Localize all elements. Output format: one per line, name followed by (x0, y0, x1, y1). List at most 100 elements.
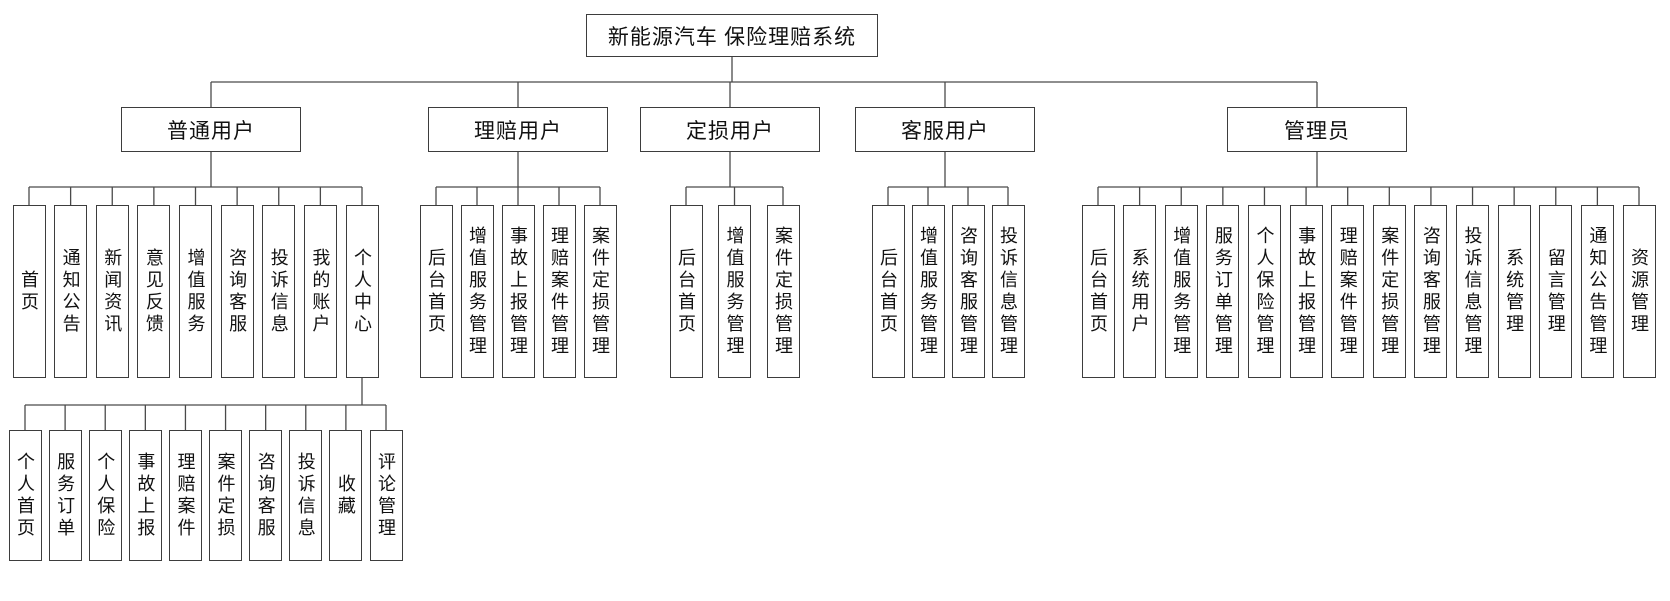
feature-node-label: 增值服务管理 (918, 225, 938, 358)
feature-node-label: 新闻资讯 (102, 247, 123, 336)
feature-node-label: 案件定损管理 (590, 225, 610, 358)
feature-node-label: 理赔案件管理 (1337, 225, 1358, 358)
feature-node: 投诉信息管理 (991, 205, 1025, 378)
feature-node: 新闻资讯 (95, 205, 129, 378)
feature-node-label: 增值服务管理 (1171, 225, 1192, 358)
feature-node: 咨询客服 (220, 205, 254, 378)
feature-node-label: 理赔案件管理 (549, 225, 569, 358)
feature-node: 个人保险 (88, 430, 122, 561)
feature-node: 案件定损管理 (583, 205, 617, 378)
role-node-label: 普通用户 (167, 118, 255, 143)
feature-node-label: 投诉信息 (295, 451, 316, 540)
feature-node: 增值服务管理 (718, 205, 751, 378)
feature-node-label: 案件定损管理 (1379, 225, 1400, 358)
feature-node: 增值服务管理 (911, 205, 945, 378)
feature-node: 理赔案件管理 (542, 205, 576, 378)
feature-node: 事故上报管理 (1289, 205, 1323, 378)
feature-node-label: 投诉信息管理 (1462, 225, 1483, 358)
feature-node-label: 理赔案件 (175, 451, 196, 540)
feature-node: 咨询客服管理 (1414, 205, 1448, 378)
role-node: 定损用户 (640, 107, 820, 152)
root-node-label: 新能源汽车 保险理赔系统 (607, 24, 857, 49)
feature-node: 事故上报 (128, 430, 162, 561)
feature-node-label: 咨询客服管理 (1420, 225, 1441, 358)
role-node-label: 定损用户 (686, 118, 774, 143)
feature-node-label: 咨询客服 (227, 247, 248, 336)
feature-node: 服务订单 (48, 430, 82, 561)
feature-node-label: 个人保险管理 (1254, 225, 1275, 358)
feature-node-label: 个人中心 (352, 247, 372, 336)
feature-node-label: 后台首页 (1088, 247, 1108, 336)
role-node-label: 管理员 (1284, 118, 1350, 143)
feature-node: 意见反馈 (137, 205, 171, 378)
feature-node-label: 意见反馈 (143, 247, 164, 336)
feature-node-label: 咨询客服 (255, 451, 276, 540)
feature-node: 案件定损管理 (766, 205, 800, 378)
feature-node-label: 事故上报管理 (1296, 225, 1317, 358)
feature-node: 通知公告管理 (1580, 205, 1614, 378)
feature-node: 增值服务管理 (1164, 205, 1198, 378)
feature-node: 案件定损管理 (1372, 205, 1406, 378)
feature-node: 咨询客服管理 (951, 205, 985, 378)
feature-node: 个人首页 (8, 430, 42, 561)
role-node-label: 客服用户 (901, 118, 989, 143)
role-node-label: 理赔用户 (474, 118, 562, 143)
feature-node: 增值服务 (179, 205, 212, 378)
role-node: 普通用户 (121, 107, 301, 152)
feature-node: 个人保险管理 (1247, 205, 1281, 378)
feature-node-label: 系统管理 (1504, 247, 1525, 336)
feature-node-label: 通知公告管理 (1587, 225, 1608, 358)
feature-node-label: 系统用户 (1129, 247, 1150, 336)
feature-node: 我的账户 (303, 205, 337, 378)
feature-node: 通知公告 (54, 205, 88, 378)
feature-node-label: 服务订单 (55, 451, 76, 540)
feature-node: 留言管理 (1539, 205, 1573, 378)
feature-node-label: 首页 (19, 269, 39, 314)
feature-node: 系统管理 (1497, 205, 1531, 378)
feature-node: 增值服务管理 (460, 205, 494, 378)
feature-node: 理赔案件管理 (1331, 205, 1365, 378)
feature-node-label: 后台首页 (426, 247, 446, 336)
feature-node-label: 投诉信息 (268, 247, 289, 336)
feature-node-label: 后台首页 (676, 247, 696, 336)
feature-node: 后台首页 (419, 205, 453, 378)
feature-node-label: 事故上报 (135, 451, 156, 540)
feature-node-label: 事故上报管理 (508, 225, 528, 358)
feature-node-label: 案件定损管理 (773, 225, 793, 358)
feature-node-label: 我的账户 (310, 247, 331, 336)
role-node: 管理员 (1227, 107, 1407, 152)
feature-node-label: 增值服务管理 (724, 225, 745, 358)
feature-node-label: 案件定损 (215, 451, 236, 540)
feature-node-label: 增值服务 (185, 247, 206, 336)
feature-node-label: 咨询客服管理 (958, 225, 978, 358)
feature-node-label: 增值服务管理 (467, 225, 487, 358)
feature-node: 评论管理 (369, 430, 403, 561)
role-node: 理赔用户 (428, 107, 608, 152)
feature-node: 投诉信息 (289, 430, 323, 561)
feature-node-label: 后台首页 (878, 247, 898, 336)
feature-node: 案件定损 (209, 430, 243, 561)
role-node: 客服用户 (855, 107, 1035, 152)
feature-node: 后台首页 (1081, 205, 1115, 378)
feature-node-label: 通知公告 (60, 247, 81, 336)
feature-node: 服务订单管理 (1206, 205, 1240, 378)
feature-node-label: 评论管理 (376, 451, 396, 540)
feature-node: 投诉信息管理 (1456, 205, 1490, 378)
feature-node-label: 个人保险 (95, 451, 116, 540)
feature-node: 投诉信息 (262, 205, 296, 378)
feature-node: 收藏 (329, 430, 363, 561)
feature-node: 系统用户 (1123, 205, 1157, 378)
feature-node-label: 收藏 (335, 473, 356, 518)
feature-node-label: 服务订单管理 (1212, 225, 1233, 358)
feature-node-label: 留言管理 (1545, 247, 1566, 336)
root-node: 新能源汽车 保险理赔系统 (586, 14, 878, 57)
feature-node-label: 投诉信息管理 (998, 225, 1018, 358)
feature-node: 事故上报管理 (501, 205, 535, 378)
feature-node: 后台首页 (871, 205, 905, 378)
feature-node: 咨询客服 (249, 430, 283, 561)
feature-node: 资源管理 (1622, 205, 1656, 378)
feature-node-label: 个人首页 (15, 451, 35, 540)
feature-node: 后台首页 (669, 205, 703, 378)
